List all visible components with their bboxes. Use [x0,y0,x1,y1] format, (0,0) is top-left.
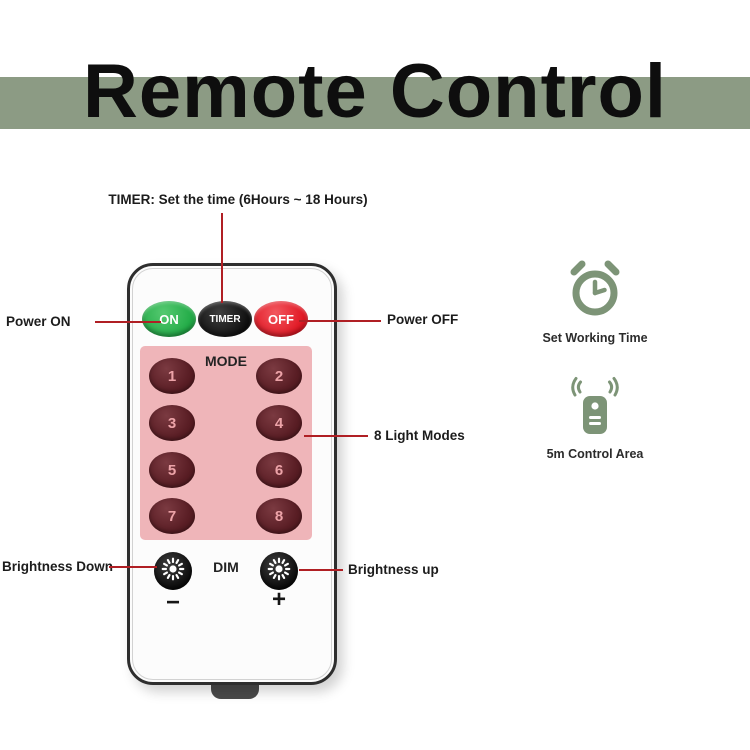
mode-button-7[interactable]: 7 [149,498,195,534]
remote-bottom-tab [211,684,259,699]
title-band [0,77,750,129]
power-on-callout-label: Power ON [6,314,71,329]
timer-button[interactable]: TIMER [198,301,252,337]
power-on-callout-line [95,321,161,323]
mode-button-3[interactable]: 3 [149,405,195,441]
dim-label: DIM [213,559,239,575]
mode-label: MODE [205,353,247,369]
light-modes-callout-label: 8 Light Modes [374,428,465,443]
page-title: Remote Control [83,49,667,134]
brightness-down-callout-label: Brightness Down [2,559,114,574]
alarm-clock-icon [565,257,625,324]
mode-button-2[interactable]: 2 [256,358,302,394]
timer-callout-line [221,213,223,303]
brightness-down-callout-line [109,566,157,568]
mode-button-6[interactable]: 6 [256,452,302,488]
mode-button-4[interactable]: 4 [256,405,302,441]
brightness-up-callout-line [299,569,343,571]
power-off-callout-label: Power OFF [387,312,459,327]
mode-button-5[interactable]: 5 [149,452,195,488]
power-on-button[interactable]: ON [142,301,196,337]
remote-control: ON TIMER OFF MODE 1 2 3 4 5 6 7 8 [127,263,337,685]
feature-label-working-time: Set Working Time [542,331,648,345]
sun-icon [160,556,186,587]
mode-button-1[interactable]: 1 [149,358,195,394]
minus-label: − [165,589,180,616]
sun-icon [266,556,292,587]
timer-callout-label: TIMER: Set the time (6Hours ~ 18 Hours) [108,192,368,207]
feature-label-control-area: 5m Control Area [546,447,644,461]
brightness-up-button[interactable] [260,552,298,590]
mode-button-8[interactable]: 8 [256,498,302,534]
brightness-up-callout-label: Brightness up [348,562,439,577]
power-off-callout-line [299,320,381,322]
remote-signal-icon [566,372,624,443]
brightness-down-button[interactable] [154,552,192,590]
light-modes-callout-line [304,435,368,437]
plus-label: + [271,586,286,613]
power-off-button[interactable]: OFF [254,301,308,337]
mode-panel: MODE 1 2 3 4 5 6 7 8 [140,346,312,540]
